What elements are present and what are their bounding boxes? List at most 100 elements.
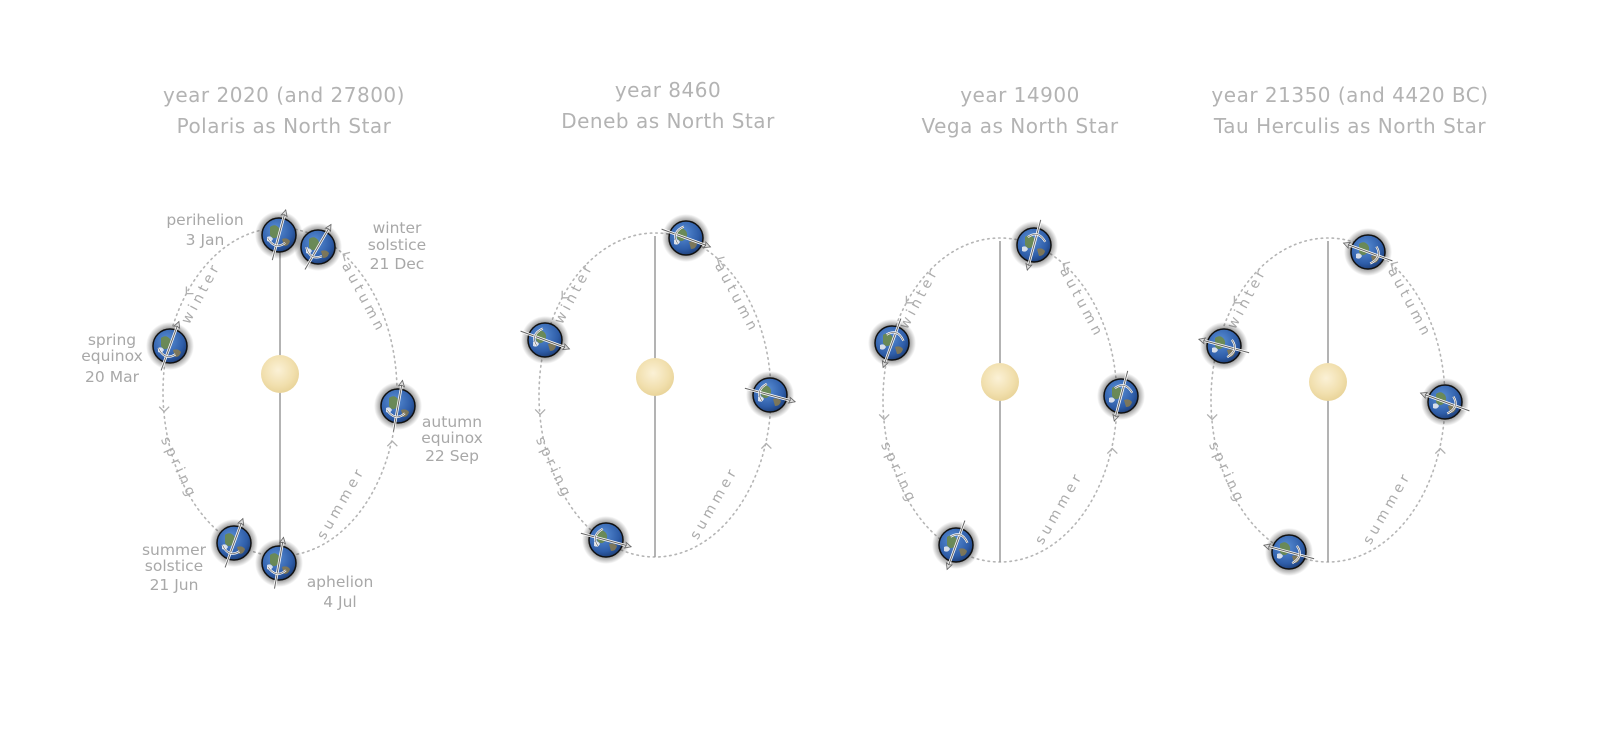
sun-icon <box>636 358 674 396</box>
earth-icon <box>1097 370 1145 422</box>
season-label-spring: spring <box>877 439 920 507</box>
season-label-spring: spring <box>532 434 575 502</box>
winter-solstice-label: winter <box>373 219 422 237</box>
orbit-direction-arrow <box>905 295 914 304</box>
orbit-panel-tau-herculis: winter autumn spring summer <box>1205 237 1446 563</box>
orbit-direction-arrow <box>1233 295 1242 304</box>
earth-icon <box>580 516 632 564</box>
orbit-direction-arrow <box>534 408 546 416</box>
season-label-winter: winter <box>896 264 942 332</box>
summer-solstice-date: 21 Jun <box>150 576 199 594</box>
spring-equinox-date: 20 Mar <box>85 368 140 386</box>
earth-icon <box>1010 219 1058 271</box>
earth-icon <box>932 520 980 571</box>
title-year: year 14900 <box>960 83 1080 107</box>
earth-icon <box>255 209 303 261</box>
orbit-direction-arrow <box>1106 447 1118 455</box>
earth-icon <box>294 223 342 271</box>
panel-title-polaris: year 2020 (and 27800) Polaris as North S… <box>128 80 440 142</box>
season-label-autumn: autumn <box>1384 265 1435 342</box>
title-north-star: Vega as North Star <box>921 114 1119 138</box>
season-label-spring: spring <box>157 434 200 502</box>
rotation-axis-icon <box>221 517 245 568</box>
aphelion-label: aphelion <box>307 573 374 591</box>
earth-icon <box>374 379 422 432</box>
spring-equinox-label: spring <box>88 331 136 349</box>
orbit-direction-arrow <box>1062 261 1071 271</box>
orbit-direction-arrow <box>386 440 398 447</box>
season-label-spring: spring <box>1205 439 1248 507</box>
season-label-winter: winter <box>1224 264 1270 332</box>
earth-icon <box>146 320 194 371</box>
rotation-axis-icon <box>520 327 571 351</box>
season-label-winter: winter <box>178 259 224 327</box>
rotation-axis-icon <box>267 536 287 589</box>
title-year: year 21350 (and 4420 BC) <box>1211 83 1489 107</box>
rotation-axis-icon <box>881 318 905 369</box>
sun-icon <box>981 363 1019 401</box>
rotation-axis-icon <box>580 527 632 549</box>
orbit-direction-arrow <box>561 290 570 299</box>
orbit-direction-arrow <box>185 286 194 295</box>
rotation-axis-icon <box>157 320 181 371</box>
rotation-axis-icon <box>661 225 712 249</box>
winter-solstice-date: 21 Dec <box>370 255 425 273</box>
rotation-axis-icon <box>266 209 288 261</box>
orbit-direction-arrow <box>878 413 890 421</box>
season-label-winter: winter <box>551 259 597 327</box>
season-label-summer: summer <box>1360 469 1415 548</box>
panel-title-vega: year 14900 Vega as North Star <box>864 80 1176 142</box>
rotation-axis-icon <box>1198 337 1250 359</box>
orbit-direction-arrow <box>158 406 170 413</box>
rotation-axis-icon <box>1025 219 1047 271</box>
season-label-summer: summer <box>687 464 742 543</box>
rotation-axis-icon <box>1342 241 1393 265</box>
earth-icon <box>1419 378 1470 426</box>
title-north-star: Polaris as North Star <box>176 114 392 138</box>
panel-title-tau-herculis: year 21350 (and 4420 BC) Tau Herculis as… <box>1185 80 1515 142</box>
orbit-direction-arrow <box>1206 413 1218 421</box>
title-north-star: Deneb as North Star <box>561 109 775 133</box>
orbit-direction-arrow <box>342 251 351 262</box>
orbit-direction-arrow <box>1434 447 1446 455</box>
title-year: year 2020 (and 27800) <box>163 83 405 107</box>
season-label-summer: summer <box>1032 469 1087 548</box>
summer-solstice-label: summer <box>142 541 207 559</box>
rotation-axis-icon <box>386 379 406 432</box>
autumn-equinox-date: 22 Sep <box>425 447 479 465</box>
autumn-equinox-label-2: equinox <box>421 429 483 447</box>
earth-icon <box>661 214 712 262</box>
rotation-axis-icon <box>744 382 796 404</box>
earth-icon <box>868 318 916 369</box>
perihelion-label: perihelion <box>166 211 243 229</box>
earth-icon <box>1263 528 1315 576</box>
sun-icon <box>1309 363 1347 401</box>
title-year: year 8460 <box>614 78 722 102</box>
orbit-direction-arrow <box>716 256 725 266</box>
earth-icon <box>520 316 571 364</box>
aphelion-date: 4 Jul <box>323 593 357 611</box>
earth-icon <box>255 536 303 589</box>
earth-icon <box>1342 228 1393 276</box>
earth-icon <box>744 371 796 419</box>
spring-equinox-label-2: equinox <box>81 347 143 365</box>
season-label-autumn: autumn <box>1056 265 1107 342</box>
season-label-autumn: autumn <box>711 260 762 337</box>
title-north-star: Tau Herculis as North Star <box>1213 114 1487 138</box>
rotation-axis-icon <box>1112 370 1134 422</box>
panel-title-deneb: year 8460 Deneb as North Star <box>512 75 824 137</box>
rotation-axis-icon <box>1263 543 1315 565</box>
summer-solstice-label-2: solstice <box>145 557 203 575</box>
rotation-axis-icon <box>945 520 969 571</box>
orbit-panel-deneb: winter autumn spring summer <box>532 232 772 558</box>
sun-icon <box>261 355 299 393</box>
autumn-equinox-label: autumn <box>422 413 482 431</box>
rotation-axis-icon <box>303 223 333 271</box>
earth-icon <box>1198 322 1250 370</box>
orbit-direction-arrow <box>1390 261 1399 271</box>
rotation-axis-icon <box>1419 391 1470 415</box>
orbit-direction-arrow <box>760 442 772 450</box>
earth-icon <box>210 517 258 568</box>
